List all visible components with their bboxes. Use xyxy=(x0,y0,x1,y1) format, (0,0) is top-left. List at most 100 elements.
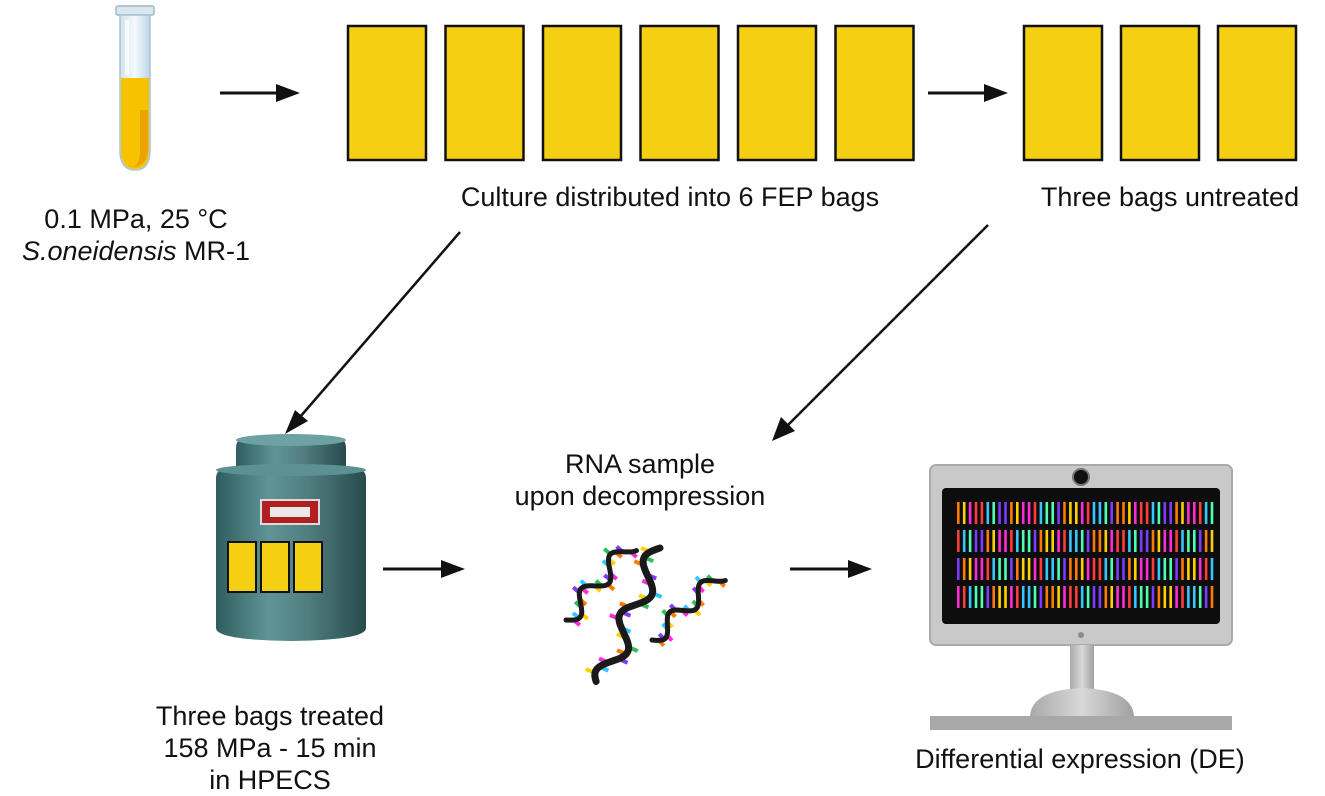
expression-bar xyxy=(1039,530,1043,552)
treated-bag xyxy=(227,541,257,593)
fep-bag xyxy=(444,24,525,162)
expression-bar xyxy=(1139,502,1143,524)
treated-line1: Three bags treated xyxy=(155,701,385,731)
expression-bar xyxy=(1016,502,1019,524)
expression-bar xyxy=(980,502,984,524)
treated-label: Three bags treated 158 MPa - 15 min in H… xyxy=(120,700,420,796)
expression-bar xyxy=(1104,558,1108,580)
expression-bar xyxy=(1104,586,1108,608)
expression-bar xyxy=(1021,530,1025,552)
expression-bar xyxy=(962,502,966,524)
expression-bar xyxy=(1092,586,1096,608)
expression-bar xyxy=(1004,586,1007,608)
rna-backbone xyxy=(591,544,664,685)
expression-bar xyxy=(1010,530,1013,552)
expression-bar xyxy=(1175,530,1178,552)
expression-bar xyxy=(974,502,978,524)
expression-bar xyxy=(1045,502,1049,524)
expression-bar xyxy=(1151,586,1155,608)
expression-bar xyxy=(1145,502,1149,524)
initial-conditions-line2: S.oneidensis MR-1 xyxy=(0,235,272,267)
expression-bar xyxy=(1198,530,1202,552)
expression-bar xyxy=(1128,502,1131,524)
untreated-bags-group xyxy=(1022,24,1298,162)
expression-bar xyxy=(1080,502,1084,524)
expression-bar xyxy=(986,530,990,552)
expression-bar xyxy=(1198,502,1202,524)
expression-bar xyxy=(1134,530,1137,552)
expression-bar xyxy=(968,558,972,580)
expression-bar xyxy=(1080,530,1084,552)
expression-bar xyxy=(1057,586,1060,608)
expression-bar xyxy=(1163,558,1167,580)
expression-bar xyxy=(1021,502,1025,524)
expression-bar xyxy=(1181,530,1184,552)
expression-bar xyxy=(1069,502,1072,524)
strain-name: MR-1 xyxy=(176,236,251,266)
expression-bar xyxy=(1033,502,1037,524)
expression-bar xyxy=(1193,586,1196,608)
expression-bar xyxy=(1210,558,1214,580)
rna-backbone xyxy=(649,578,728,643)
expression-bar xyxy=(1092,558,1096,580)
expression-bar xyxy=(1163,586,1167,608)
expression-bar xyxy=(1151,558,1155,580)
expression-bar xyxy=(1069,530,1072,552)
expression-bar xyxy=(1204,558,1208,580)
expression-bar xyxy=(998,530,1001,552)
fep-bag xyxy=(736,24,818,162)
expression-bar xyxy=(1210,530,1214,552)
expression-bar xyxy=(1128,586,1131,608)
expression-bar xyxy=(1075,502,1078,524)
expression-bar xyxy=(1110,586,1113,608)
expression-bar xyxy=(1122,586,1125,608)
expression-bar xyxy=(1157,558,1161,580)
expression-bar xyxy=(992,502,995,524)
expression-bar xyxy=(1016,586,1019,608)
expression-bar xyxy=(1086,502,1090,524)
expression-bar xyxy=(986,558,990,580)
expression-bar xyxy=(1004,530,1007,552)
expression-bar xyxy=(1187,502,1190,524)
fep-bag xyxy=(346,24,428,162)
treated-bag xyxy=(260,541,290,593)
expression-bar xyxy=(1069,586,1072,608)
expression-bar xyxy=(1004,558,1007,580)
initial-conditions-label: 0.1 MPa, 25 °C S.oneidensis MR-1 xyxy=(0,203,272,267)
expression-bar xyxy=(1134,586,1137,608)
expression-bar xyxy=(1145,586,1149,608)
untreated-label: Three bags untreated xyxy=(1040,182,1300,212)
arrow-bags-to-vessel xyxy=(285,231,461,434)
expression-bar xyxy=(1187,586,1190,608)
expression-bar xyxy=(1063,530,1066,552)
expression-bar xyxy=(1051,502,1054,524)
expression-bar xyxy=(1033,530,1037,552)
treated-line2: 158 MPa - 15 min xyxy=(163,733,377,763)
expression-bar xyxy=(962,558,966,580)
expression-bar xyxy=(1116,502,1119,524)
expression-bar xyxy=(986,586,990,608)
expression-bar xyxy=(1163,530,1167,552)
arrow-bags-to-untreated xyxy=(928,84,1008,102)
expression-bar xyxy=(1075,586,1078,608)
expression-bar xyxy=(1063,502,1066,524)
expression-bar xyxy=(998,586,1001,608)
computer-monitor-icon xyxy=(929,464,1233,730)
untreated-bag xyxy=(1216,24,1298,162)
expression-bar xyxy=(1086,586,1090,608)
distributed-label: Culture distributed into 6 FEP bags xyxy=(460,182,880,212)
expression-bar xyxy=(1104,530,1108,552)
expression-bars xyxy=(957,502,1214,608)
expression-bar xyxy=(1051,530,1054,552)
expression-bar xyxy=(1175,502,1178,524)
expression-bar xyxy=(1139,586,1143,608)
expression-bar xyxy=(998,502,1001,524)
expression-bar xyxy=(1092,502,1096,524)
expression-bar xyxy=(1122,502,1125,524)
expression-bar xyxy=(1157,502,1161,524)
expression-bar xyxy=(1145,530,1149,552)
expression-bar xyxy=(1039,586,1043,608)
expression-bar xyxy=(1175,558,1178,580)
expression-bar xyxy=(1163,502,1167,524)
